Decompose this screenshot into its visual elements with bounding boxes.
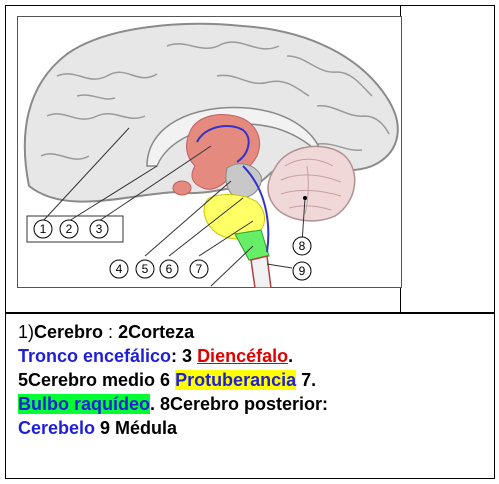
hypothalamus-shape [172,180,192,196]
marker-4: 4 [116,262,123,276]
term-cerebro-medio: 5Cerebro medio 6 [18,370,176,390]
caption-separator: : [103,322,119,342]
term-bulbo-raquideo: Bulbo raquídeo [18,394,150,414]
caption-line-3: 5Cerebro medio 6 Protuberancia 7. [18,368,318,392]
term-diencefalo: Diencéfalo [197,346,289,366]
term-cerebro: Cerebro [34,322,104,342]
medulla-shape [234,229,270,261]
number-markers [33,219,312,281]
number-labels: 1 2 3 4 5 6 7 8 9 [40,222,306,278]
caption-line-2: Tronco encefálico: 3 Diencéfalo. [18,344,318,368]
marker-9: 9 [299,264,306,278]
marker-6: 6 [166,262,173,276]
marker-1: 1 [40,222,47,236]
leader-lines [42,127,306,287]
caption-line-5: Cerebelo 9 Médula [18,416,318,440]
term-cerebelo: Cerebelo [18,418,96,438]
table-border-right [494,5,495,479]
caption-line-4: Bulbo raquídeo. 8Cerebro posterior: [18,392,328,416]
cerebellum-pointer-dot [303,196,307,200]
caption-number-7: 7. [296,370,317,390]
markers-1-3-box [26,215,124,243]
midbrain-shape [225,163,262,199]
marker-8: 8 [299,239,306,253]
cortex-gyri [40,41,390,160]
marker-7: 7 [196,262,203,276]
diencephalon-tract [196,125,250,163]
caption-text: 1)Cerebro : 2Corteza Tronco encefálico: … [18,320,328,440]
spinal-cord [250,255,272,288]
term-protuberancia: Protuberancia [175,370,297,390]
cerebellum-folia [280,158,342,215]
term-medula: 9 Médula [95,418,178,438]
caption-number-3: : 3 [171,346,198,366]
table-border-bottom [5,478,495,479]
row-divider [5,312,495,314]
brain-diagram: 1 2 3 4 5 6 7 8 9 [17,16,402,288]
brainstem-tract [242,165,270,253]
caption-number-1: 1) [18,322,35,342]
term-tronco-encefalico: Tronco encefálico [18,346,172,366]
table-border-left [5,5,6,479]
term-cerebro-posterior: . 8Cerebro posterior: [150,394,329,414]
table-border-top [5,5,495,6]
marker-5: 5 [142,262,149,276]
term-corteza: 2Corteza [118,322,195,342]
cerebellum-shape [267,145,356,222]
marker-2: 2 [66,222,73,236]
caption-period: . [288,346,294,366]
marker-3: 3 [96,222,103,236]
caption-line-1: 1)Cerebro : 2Corteza [18,320,318,344]
